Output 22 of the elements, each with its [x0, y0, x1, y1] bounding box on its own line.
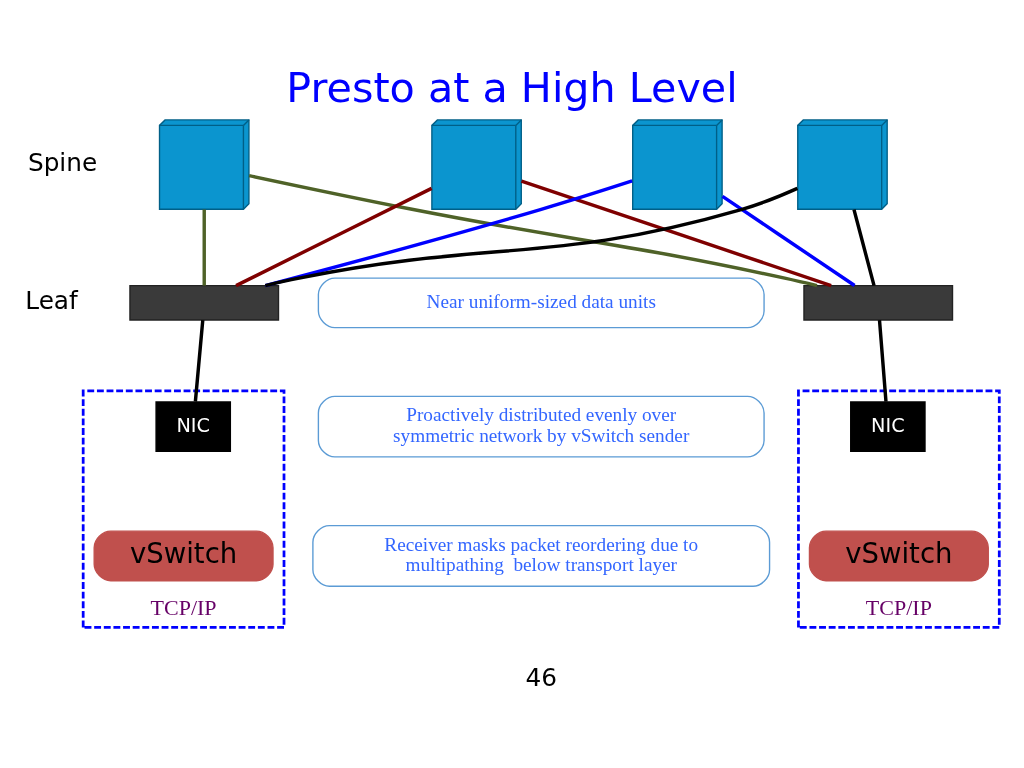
node-box: Receiver masks packet reordering due to multipathing below transport layer: [312, 525, 771, 587]
diagram-title: Presto at a High Level: [286, 64, 738, 113]
connector: [877, 319, 888, 402]
node-box: [803, 284, 954, 321]
label: Spine: [27, 147, 98, 177]
label: 46: [525, 662, 557, 692]
connector: [193, 319, 205, 402]
node-box: vSwitch: [808, 530, 989, 582]
label: Leaf: [25, 285, 78, 315]
connector: [235, 186, 433, 288]
connector: [248, 173, 818, 288]
node-box: [129, 284, 280, 321]
node-box: Near uniform-sized data units: [317, 277, 765, 329]
node-box: Proactively distributed evenly over symmetric network by vSwitch sender: [317, 395, 765, 458]
connector: [852, 209, 876, 286]
node-box: vSwitch: [93, 530, 274, 582]
node-box: NIC: [850, 401, 926, 453]
node-box: NIC: [155, 401, 232, 453]
connector: [721, 194, 856, 287]
connector: [520, 179, 832, 288]
connector: [264, 186, 799, 288]
connector: [202, 209, 206, 286]
